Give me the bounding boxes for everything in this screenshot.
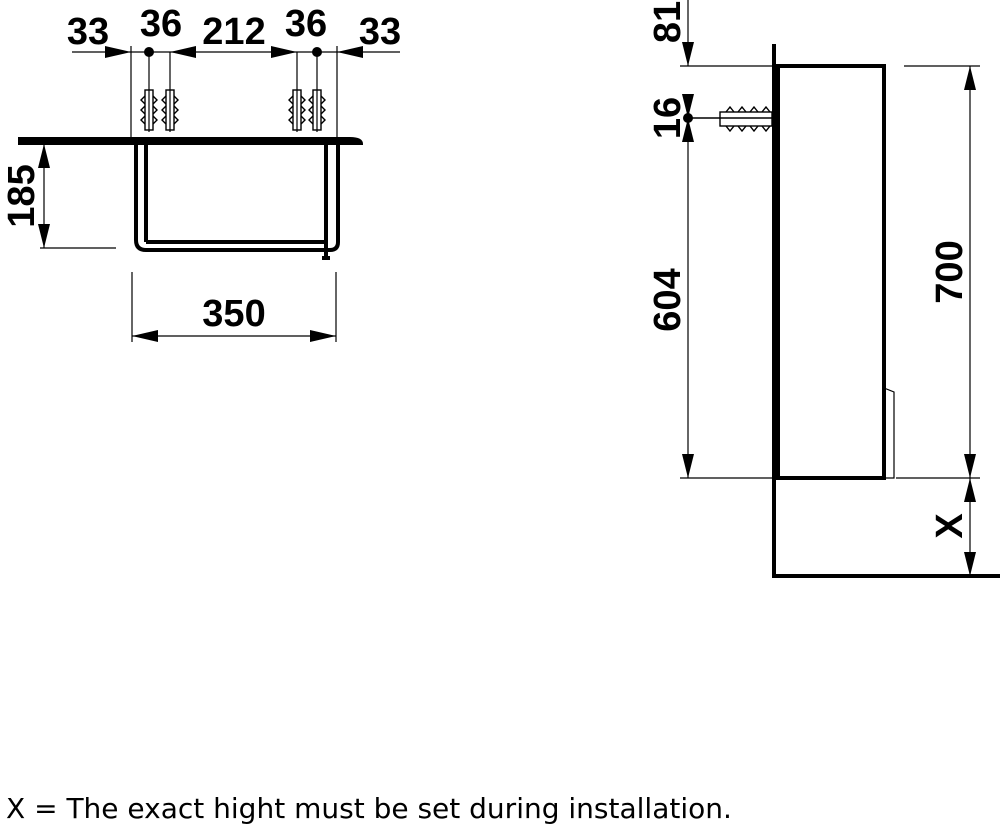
side-view: 81 16 604 700 X — [647, 0, 1000, 578]
side-dowel-icon — [690, 105, 776, 133]
dim-mount-height-604: 604 — [647, 268, 689, 331]
dim-top-offset-81: 81 — [647, 1, 689, 43]
wall-line — [18, 137, 364, 145]
dim-top-left-33: 33 — [67, 11, 109, 53]
left-dimension-chain — [680, 0, 776, 479]
dim-top-right-33: 33 — [359, 11, 401, 53]
installation-note: X = The exact hight must be set during i… — [6, 792, 732, 825]
dim-depth-185: 185 — [1, 164, 43, 227]
dim-top-left-36: 36 — [140, 3, 182, 45]
dim-height-700: 700 — [929, 240, 971, 303]
dim-mount-offset-16: 16 — [647, 97, 689, 139]
dim-top-212: 212 — [202, 11, 265, 53]
top-view: 33 36 212 36 33 — [1, 3, 401, 342]
dim-gap-x: X — [929, 513, 971, 539]
depth-dimension — [38, 144, 116, 249]
door-handle — [883, 387, 895, 479]
dim-width-350: 350 — [202, 293, 265, 335]
dowel-icons — [140, 89, 326, 131]
top-dimension-line — [72, 46, 400, 138]
cabinet-side — [776, 64, 886, 480]
wall-and-floor — [772, 44, 1000, 578]
width-dimension — [131, 272, 337, 342]
dim-top-right-36: 36 — [285, 3, 327, 45]
cabinet-outline-top — [134, 144, 340, 252]
right-dimension-chain — [896, 65, 980, 576]
